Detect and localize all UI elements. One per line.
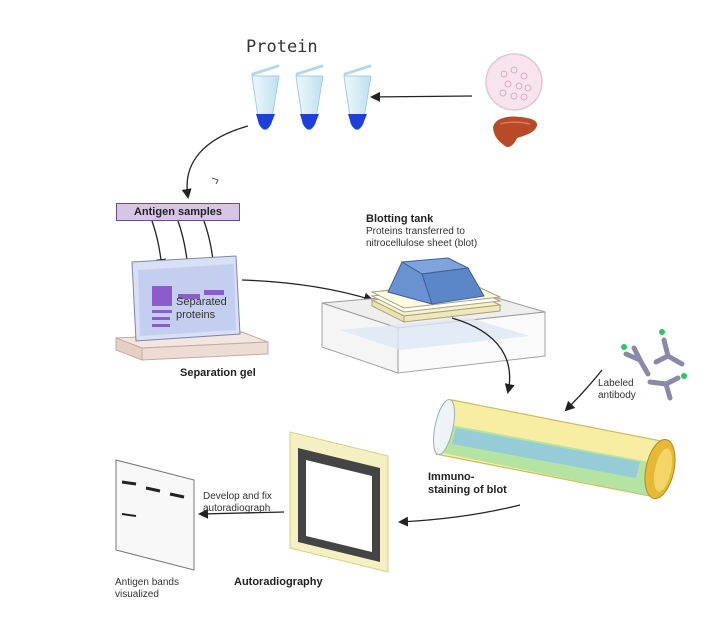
blotting-tank (321, 257, 546, 374)
bands-sheet (115, 459, 195, 571)
antibody-icon (653, 329, 685, 367)
antigen-band (121, 513, 137, 517)
arrow-tank-to-tube (451, 317, 515, 394)
arrow-tube-to-film (398, 504, 521, 527)
microtube-icon (295, 64, 324, 130)
arrow-gel-to-tank (241, 279, 374, 303)
antigen-samples-box: Antigen samples (116, 203, 240, 221)
arrow-tissue-to-tubes (370, 91, 473, 102)
antigen-bands-label: Antigen bands visualized (115, 577, 179, 600)
liver-icon (493, 116, 538, 148)
autoradiography-film (289, 431, 389, 573)
gel-band (152, 310, 172, 313)
gel-band (152, 317, 170, 320)
arrow-tubes-to-samples (181, 125, 249, 199)
antigen-band (121, 480, 137, 486)
blotting-tank-sub-label: Proteins transferred to nitrocellulose s… (366, 226, 478, 249)
antibody-icon (621, 344, 651, 377)
separation-gel-label: Separation gel (180, 367, 256, 379)
immunostaining-label: Immuno- staining of blot (428, 471, 507, 496)
antibody-icon (647, 373, 687, 401)
antigen-band (169, 492, 185, 499)
microtube-icon (343, 64, 372, 130)
labeled-antibody-label: Labeled antibody (598, 378, 636, 401)
tissue-dish-icon (485, 53, 543, 111)
arrow-antibody-to-tube (564, 369, 603, 412)
separated-proteins-label: Separated proteins (176, 296, 227, 321)
immunostaining-tube (432, 399, 676, 499)
microtube-icon (251, 64, 280, 130)
small-hook-mark (211, 177, 219, 185)
autoradiography-label: Autoradiography (234, 576, 323, 588)
antigen-samples-label: Antigen samples (133, 206, 223, 218)
separation-gel (115, 255, 269, 361)
develop-fix-label: Develop and fix autoradiograph (203, 491, 272, 514)
antigen-band (145, 486, 161, 493)
arrow-film-to-bands (198, 508, 285, 519)
gel-band (204, 290, 224, 295)
gel-band (152, 286, 172, 306)
gel-band (178, 294, 200, 299)
gel-band (152, 324, 170, 327)
protein-label: Protein (246, 37, 318, 57)
blotting-tank-label: Blotting tank (366, 213, 434, 225)
